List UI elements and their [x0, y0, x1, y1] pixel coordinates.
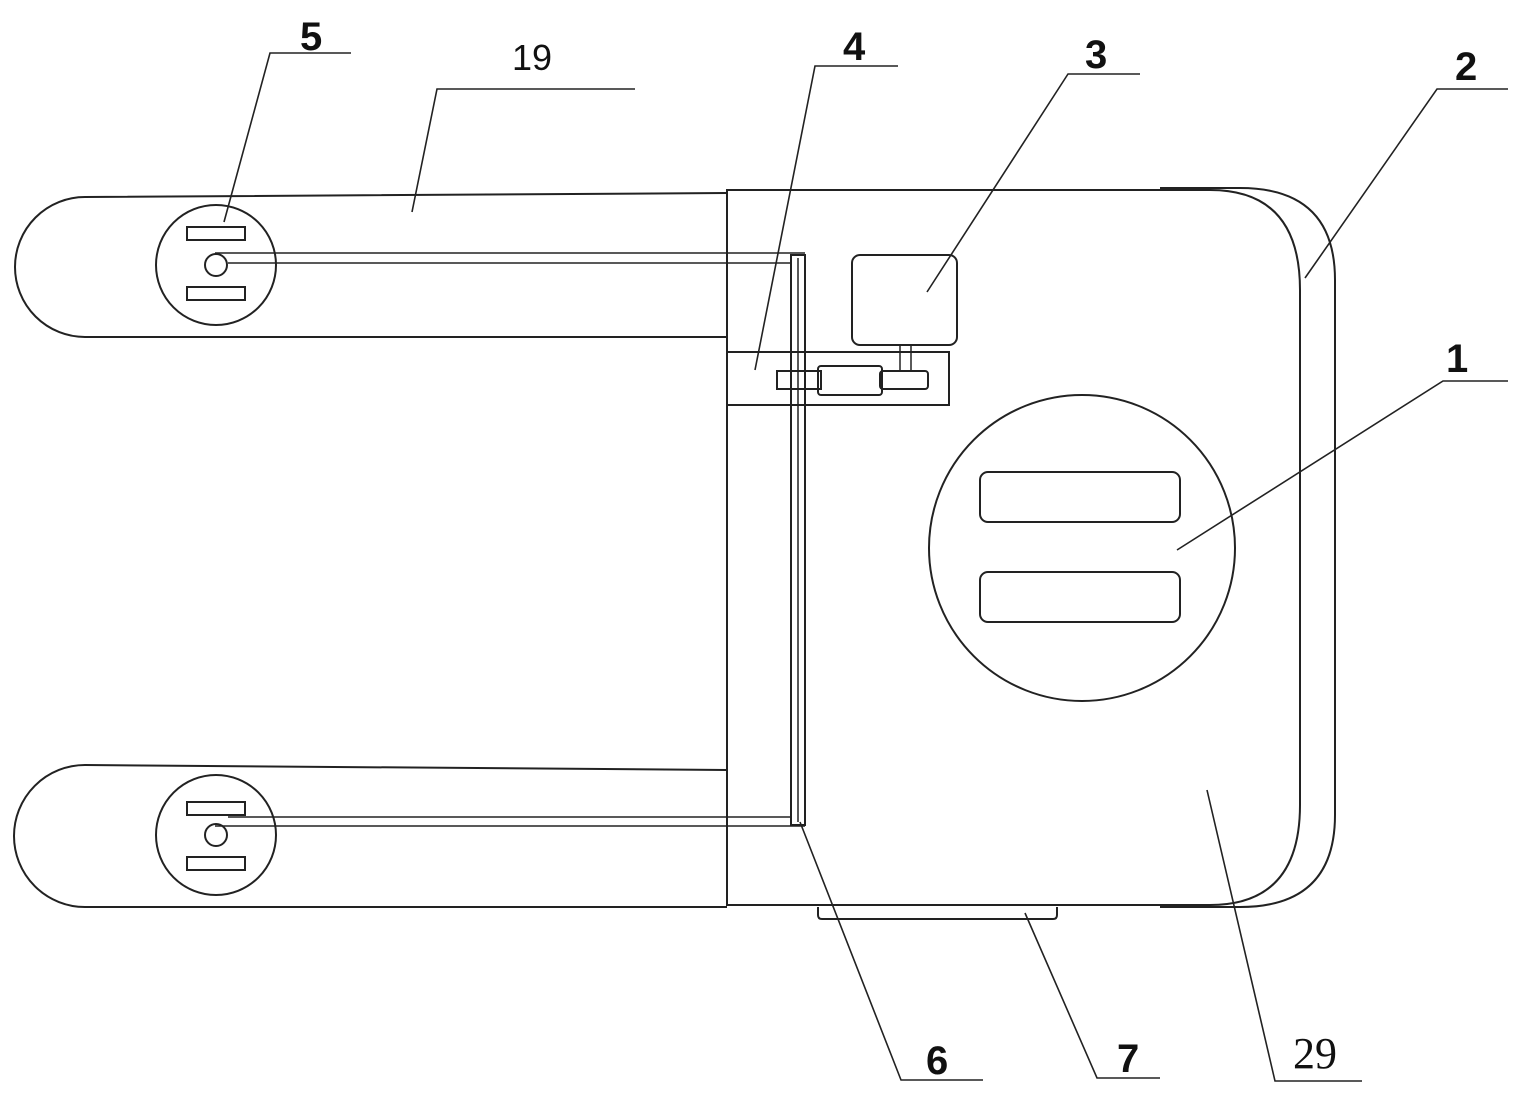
shaft-right [879, 370, 929, 390]
leader-5 [223, 52, 351, 223]
bottom-plate [817, 907, 1058, 920]
label-3: 3 [1085, 33, 1107, 77]
label-6: 6 [926, 1039, 948, 1083]
label-1: 1 [1446, 337, 1468, 381]
cable-guide [790, 254, 806, 826]
leader-6 [799, 821, 983, 1081]
outer-shell [1160, 187, 1336, 908]
control-dial [928, 394, 1236, 702]
label-29: 29 [1293, 1029, 1337, 1078]
leader-29 [1206, 789, 1362, 1082]
motor-mount [726, 351, 950, 406]
label-19: 19 [512, 37, 552, 78]
motor-box [851, 254, 958, 346]
leader-4 [754, 65, 898, 371]
lower-arm [13, 763, 728, 908]
shaft-left [776, 370, 822, 390]
lower-wheel [155, 774, 277, 896]
label-5: 5 [300, 15, 322, 59]
upper-arm [14, 192, 728, 338]
upper-wheel [155, 204, 277, 326]
label-2: 2 [1455, 45, 1477, 89]
label-7: 7 [1117, 1037, 1139, 1081]
coupling [817, 365, 883, 396]
leader-3 [926, 73, 1140, 293]
main-body [726, 189, 1301, 906]
leader-2 [1304, 88, 1508, 279]
leader-1 [1176, 380, 1508, 551]
leader-19 [411, 88, 635, 213]
label-4: 4 [843, 25, 866, 69]
leader-7 [1024, 912, 1160, 1079]
